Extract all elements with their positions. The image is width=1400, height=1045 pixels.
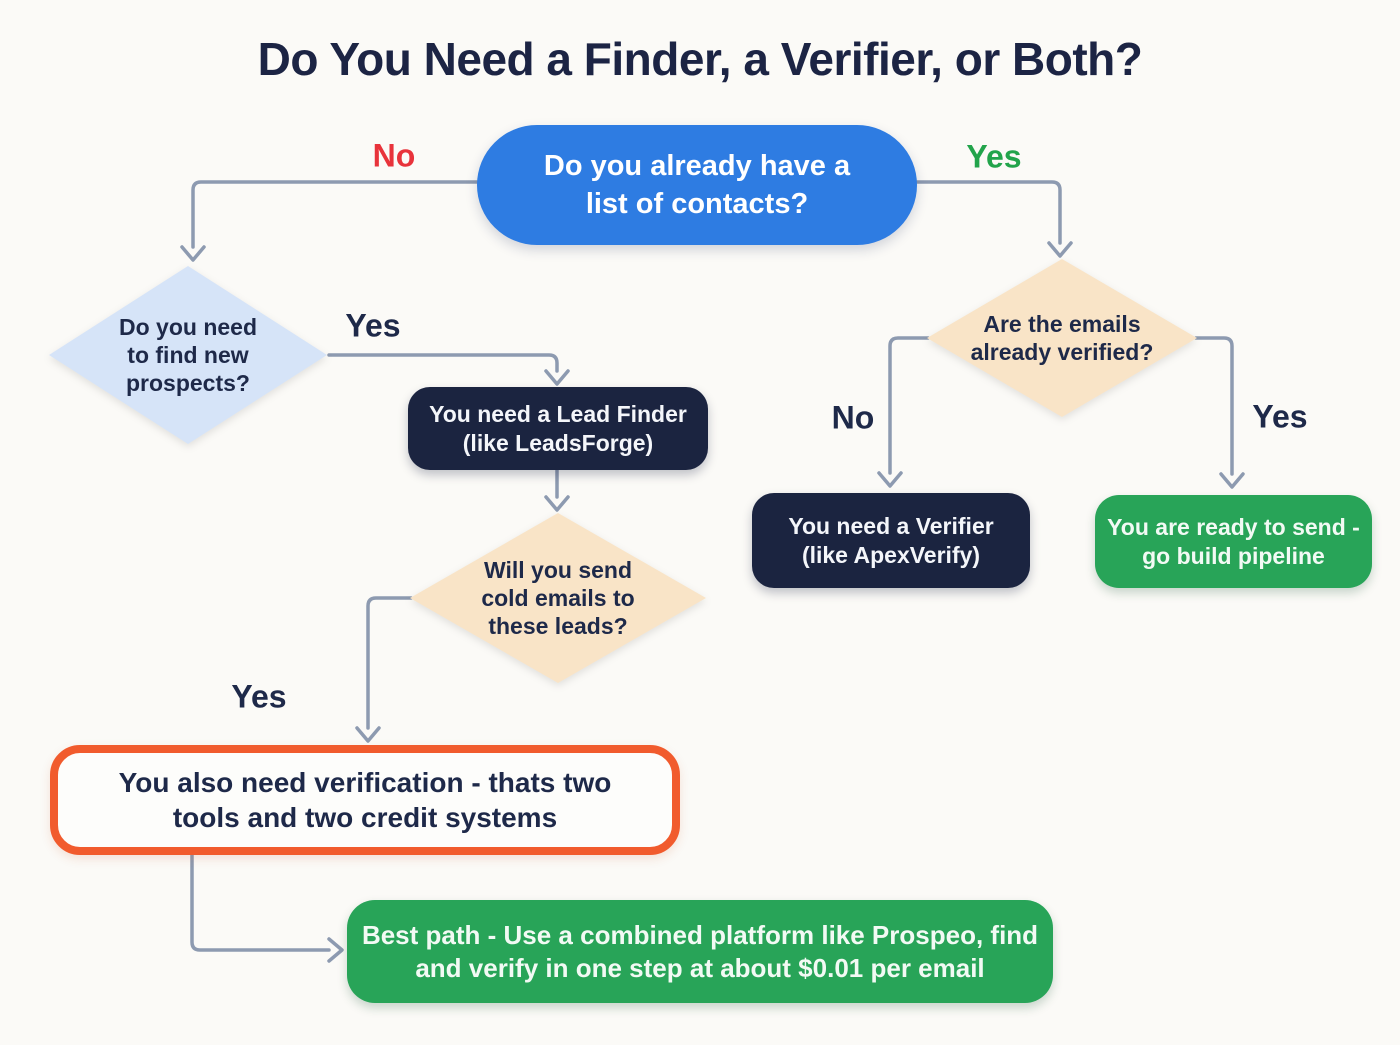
edge-yes-verified bbox=[1194, 336, 1234, 476]
node-need-verification: You also need verification - thats two t… bbox=[50, 745, 680, 855]
page-title: Do You Need a Finder, a Verifier, or Bot… bbox=[257, 33, 1143, 85]
edge-no-contacts bbox=[191, 180, 479, 249]
cold-emails-label: Will you send cold emails to these leads… bbox=[410, 513, 706, 683]
node-cold-emails: Will you send cold emails to these leads… bbox=[410, 513, 706, 683]
edge-yes-prospects bbox=[327, 353, 559, 373]
edge-label-yes-cold: Yes bbox=[231, 678, 287, 715]
edge-label-no-contacts: No bbox=[372, 137, 416, 174]
edge-yes-contacts bbox=[915, 180, 1062, 245]
edge-verification-to-best bbox=[190, 853, 331, 952]
node-start-question: Do you already have a list of contacts? bbox=[477, 125, 917, 245]
need-prospects-label: Do you need to find new prospects? bbox=[49, 266, 327, 444]
edge-label-yes-prospects: Yes bbox=[345, 307, 401, 344]
edge-label-yes-verified: Yes bbox=[1252, 398, 1308, 435]
arrowhead-right-icon bbox=[327, 937, 344, 963]
node-need-prospects: Do you need to find new prospects? bbox=[49, 266, 327, 444]
node-best-path: Best path - Use a combined platform like… bbox=[347, 900, 1053, 1003]
emails-verified-label: Are the emails already verified? bbox=[927, 259, 1197, 417]
arrowhead-down-icon bbox=[877, 471, 903, 488]
arrowhead-down-icon bbox=[1219, 472, 1245, 489]
edge-label-no-verified: No bbox=[831, 399, 875, 436]
node-emails-verified: Are the emails already verified? bbox=[927, 259, 1197, 417]
arrowhead-down-icon bbox=[1047, 241, 1073, 258]
edge-no-verified bbox=[888, 336, 930, 475]
arrowhead-down-icon bbox=[355, 726, 381, 743]
edge-label-yes-contacts: Yes bbox=[966, 138, 1022, 175]
arrowhead-down-icon bbox=[180, 245, 206, 262]
edge-yes-cold bbox=[366, 596, 413, 730]
node-ready-to-send: You are ready to send - go build pipelin… bbox=[1095, 495, 1372, 588]
node-verifier: You need a Verifier (like ApexVerify) bbox=[752, 493, 1030, 588]
node-lead-finder: You need a Lead Finder (like LeadsForge) bbox=[408, 387, 708, 470]
arrowhead-down-icon bbox=[544, 369, 570, 386]
arrowhead-down-icon bbox=[544, 495, 570, 512]
